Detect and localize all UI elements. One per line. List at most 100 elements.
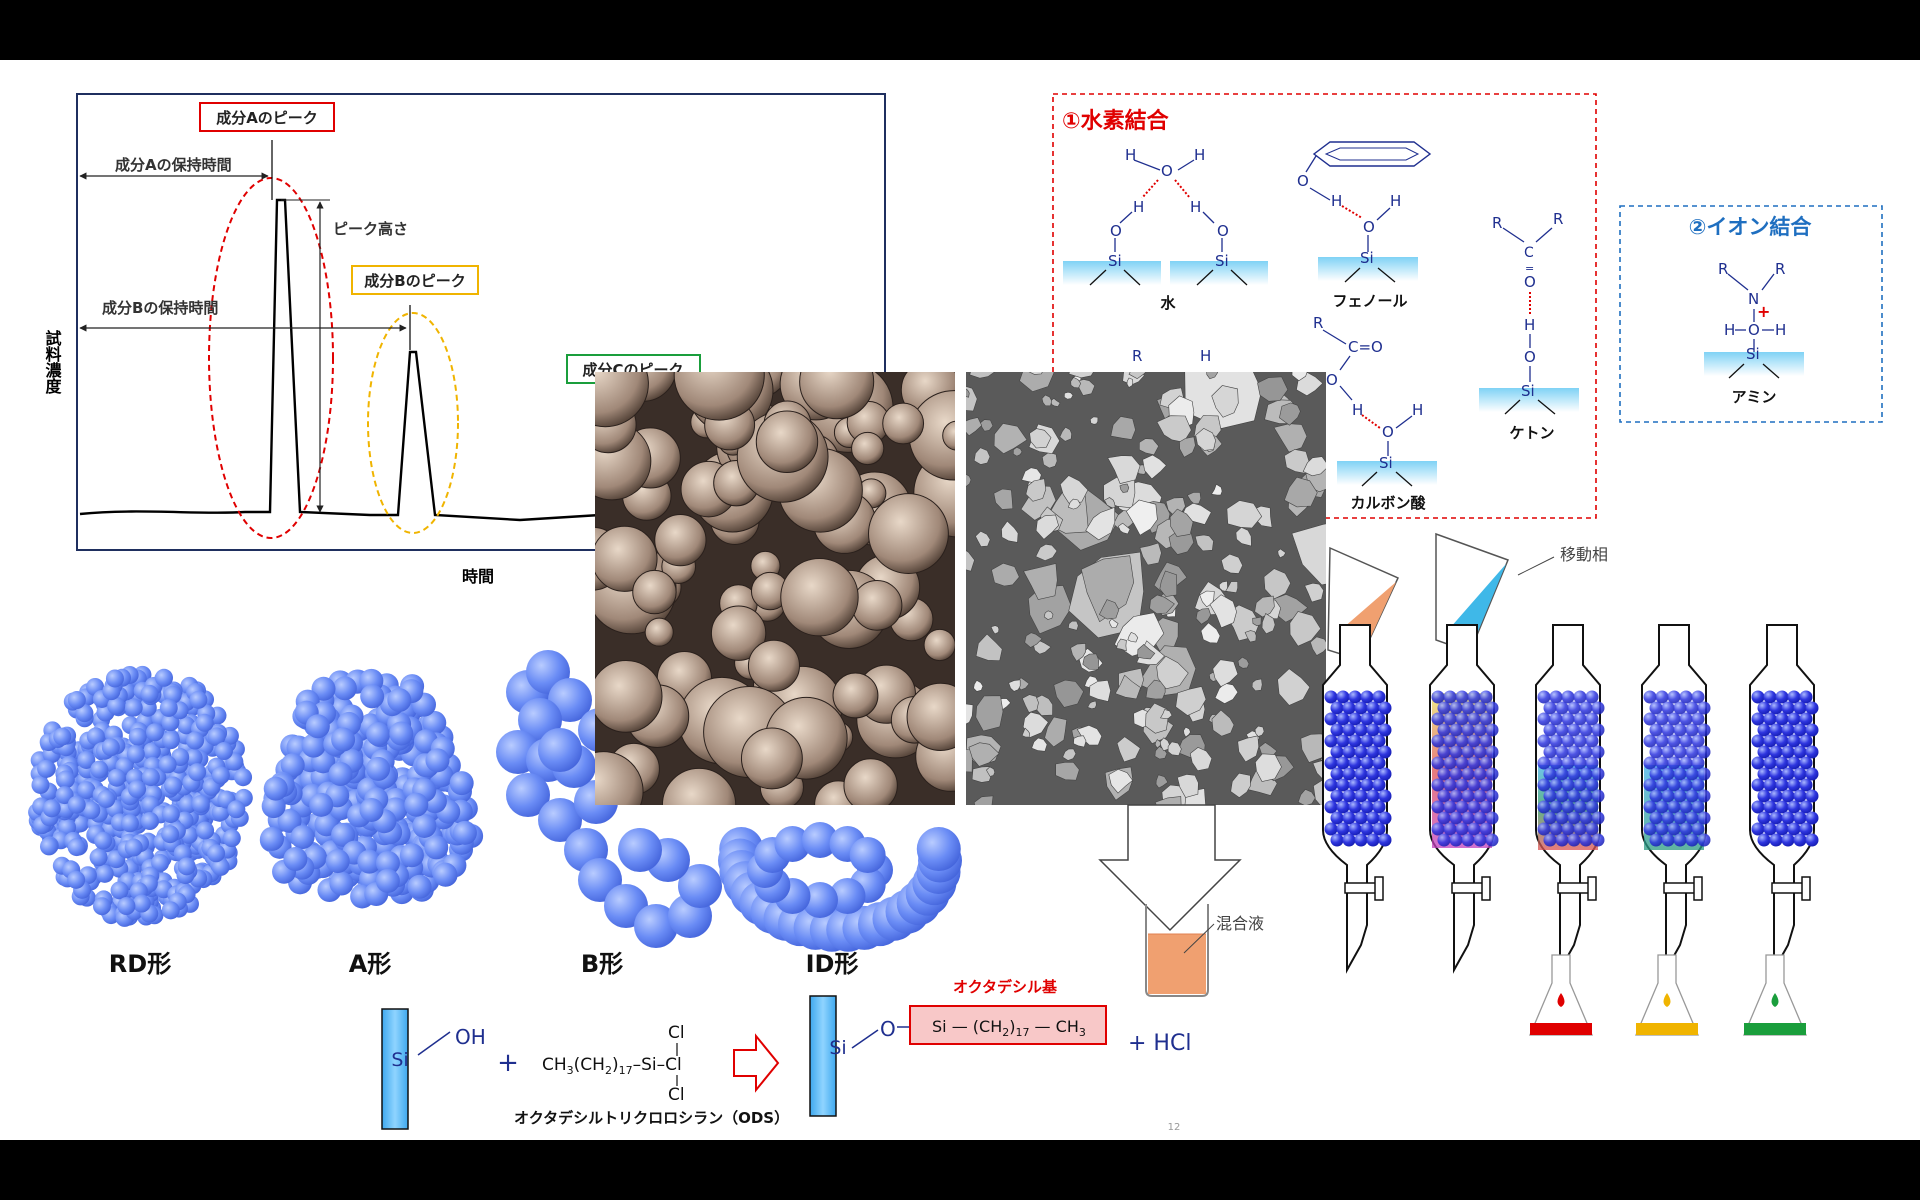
column-2 [1429, 624, 1499, 974]
ionic-bond-title: ②イオン結合 [1689, 215, 1813, 239]
svg-text:H: H [1194, 146, 1205, 164]
a-shape-cluster [259, 668, 484, 909]
rd-shape-cluster [28, 665, 253, 927]
svg-text:H: H [1390, 192, 1401, 210]
svg-text:H: H [1412, 401, 1423, 419]
chromatogram-trace [79, 198, 601, 522]
ods-formula: CH3(CH2)17–Si–Cl Cl Cl [542, 1023, 685, 1105]
svg-text:O: O [880, 1017, 896, 1041]
peak-b-ellipse [367, 312, 459, 534]
column-4 [1635, 624, 1711, 1036]
silylation-reaction: Si OH + CH3(CH2)17–Si–Cl Cl Cl オクタデシルトリク… [381, 978, 1191, 1130]
svg-text:Si: Si [1746, 345, 1760, 363]
svg-text:O: O [1363, 218, 1375, 236]
svg-text:H: H [1133, 198, 1144, 216]
svg-text:H: H [1352, 401, 1363, 419]
svg-text:O: O [1326, 371, 1338, 389]
ketone-structure: R R C = O H O Si [1479, 210, 1579, 415]
hydroxyl-label: OH [455, 1025, 486, 1049]
svg-text:O: O [1110, 222, 1122, 240]
svg-text:R: R [1718, 260, 1728, 278]
y-axis-label: 試料濃度 [43, 329, 62, 395]
reaction-arrow [733, 1033, 780, 1093]
silica-rod-right [809, 995, 837, 1117]
svg-text:+: + [497, 1048, 519, 1078]
ods-name: オクタデシルトリクロロシラン（ODS） [514, 1109, 789, 1127]
svg-text:R: R [1492, 214, 1502, 232]
svg-text:H: H [1724, 321, 1735, 339]
sem-photo-spherical [595, 372, 955, 805]
svg-text:C: C [1524, 245, 1534, 261]
column-3 [1529, 624, 1605, 1036]
ionic-bond-panel: ②イオン結合 R R N + H O H Si アミン [1619, 205, 1883, 423]
ionic-bond-frame [1619, 205, 1883, 423]
peak-b-label: 成分Bのピーク [364, 272, 465, 290]
svg-text:Si: Si [1108, 252, 1122, 270]
phenol-label: フェノール [1332, 292, 1407, 310]
octadecyl-label: オクタデシル基 [953, 978, 1058, 996]
mixture-label: 混合液 [1216, 914, 1264, 933]
svg-text:O: O [1217, 222, 1229, 240]
water-structure: H O H H H O O Si Si [1063, 146, 1268, 286]
svg-text:R: R [1132, 347, 1142, 365]
peak-a-ellipse [208, 177, 334, 539]
svg-text:Si — (CH2)17 — CH3: Si — (CH2)17 — CH3 [932, 1017, 1086, 1039]
b-shape-label: B形 [581, 950, 623, 978]
svg-text:H: H [1775, 321, 1786, 339]
octadecyl-box [909, 1005, 1107, 1045]
svg-text:O: O [1382, 423, 1394, 441]
peak-a-box [199, 102, 335, 132]
mobile-phase-label: 移動相 [1560, 545, 1608, 564]
mixture-beaker: 混合液 [1098, 804, 1264, 997]
svg-text:Si: Si [391, 1049, 408, 1071]
svg-text:O: O [1524, 348, 1536, 366]
svg-text:R: R [1775, 260, 1785, 278]
svg-text:R: R [1313, 314, 1323, 332]
svg-text:H: H [1190, 198, 1201, 216]
amine-label: アミン [1732, 388, 1777, 406]
svg-text:O: O [1524, 273, 1536, 291]
amine-structure: R R N + H O H Si [1704, 260, 1804, 379]
ketone-label: ケトン [1509, 424, 1554, 442]
peak-b-box [351, 265, 479, 295]
page-number: 12 [1168, 1122, 1181, 1133]
svg-text:R: R [1553, 210, 1563, 228]
id-shape-label: ID形 [806, 950, 859, 978]
peak-a-label: 成分Aのピーク [216, 109, 318, 127]
svg-text:CH3(CH2)17–Si–Cl: CH3(CH2)17–Si–Cl [542, 1055, 682, 1077]
svg-text:=: = [1525, 262, 1534, 275]
svg-text:Si: Si [1521, 382, 1535, 400]
svg-text:H: H [1331, 192, 1342, 210]
carboxylic-structure: R C=O O H H O Si [1313, 314, 1437, 487]
phenol-structure: O H O H Si [1297, 141, 1432, 283]
retention-a-label: 成分Aの保持時間 [115, 156, 232, 174]
svg-text:C=O: C=O [1348, 338, 1383, 356]
water-label: 水 [1160, 294, 1176, 312]
hydrogen-bond-title: ①水素結合 [1062, 108, 1170, 134]
carboxylic-label: カルボン酸 [1350, 494, 1426, 512]
hcl-product: + HCl [1128, 1031, 1191, 1056]
svg-text:Si: Si [1379, 454, 1393, 472]
svg-text:O: O [1161, 162, 1173, 180]
svg-text:O: O [1748, 321, 1760, 339]
retention-b-label: 成分Bの保持時間 [102, 299, 218, 317]
peak-height-label: ピーク高さ [333, 220, 408, 238]
svg-text:H: H [1200, 347, 1211, 365]
svg-text:Si: Si [1360, 249, 1374, 267]
slide: 試料濃度 時間 成分Aのピーク 成分Bのピーク 成分Cのピーク 成分Aの保持時間… [0, 60, 1920, 1140]
column-1 [1322, 624, 1392, 974]
silica-rod-left [381, 1008, 409, 1130]
a-shape-label: A形 [349, 950, 392, 978]
svg-text:Si: Si [829, 1037, 846, 1059]
column-chromatography-illustration: 移動相 [1322, 532, 1819, 1036]
chromatogram: 試料濃度 時間 成分Aのピーク 成分Bのピーク 成分Cのピーク 成分Aの保持時間… [43, 93, 886, 586]
svg-text:H: H [1125, 146, 1136, 164]
down-arrow [1098, 804, 1242, 932]
svg-text:N: N [1748, 290, 1759, 308]
x-axis-label: 時間 [462, 567, 494, 586]
rd-shape-label: RD形 [109, 950, 171, 978]
svg-text:+: + [1757, 302, 1770, 321]
svg-text:O: O [1297, 172, 1309, 190]
id-shape-cluster [718, 822, 962, 952]
slide-canvas: 試料濃度 時間 成分Aのピーク 成分Bのピーク 成分Cのピーク 成分Aの保持時間… [28, 93, 1883, 1133]
